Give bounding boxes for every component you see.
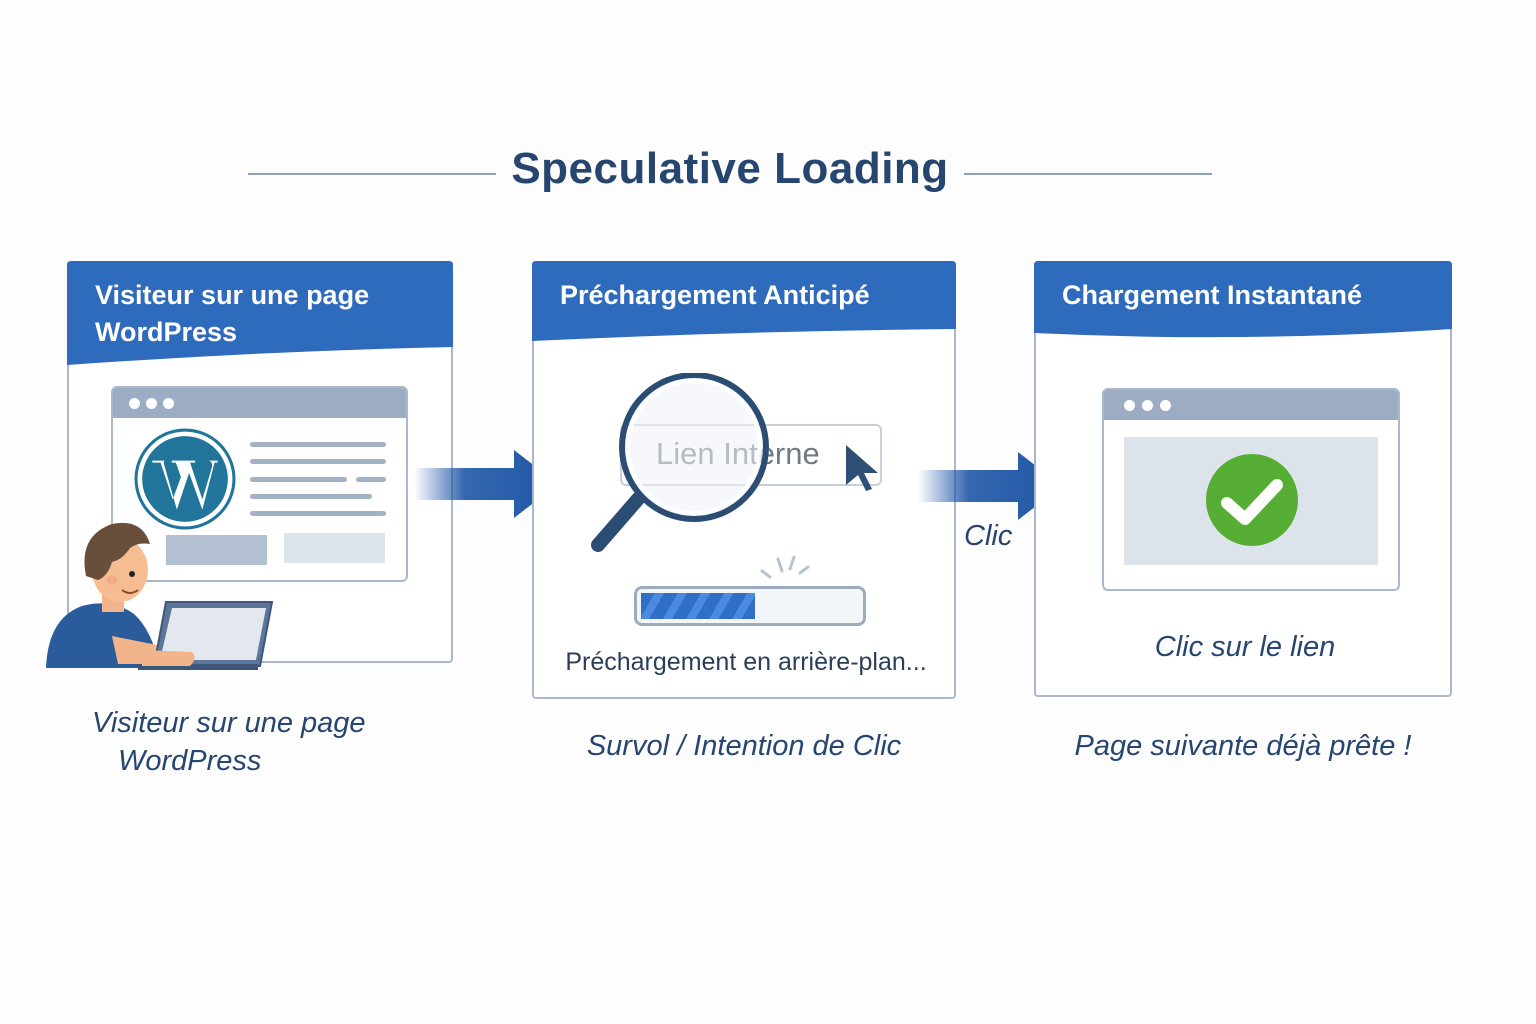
window-dot	[1124, 400, 1135, 411]
header-background	[1034, 261, 1452, 338]
text-line	[250, 459, 386, 464]
window-dot	[1142, 400, 1153, 411]
text-line	[250, 442, 386, 447]
window-dot	[146, 398, 157, 409]
text-line	[250, 494, 372, 499]
content-block	[284, 533, 385, 563]
click-link-text: Clic sur le lien	[1154, 631, 1336, 663]
loading-spark-icon	[760, 555, 810, 579]
title-row: Speculative Loading	[0, 140, 1536, 204]
caption-step-2: Survol / Intention de Clic	[586, 730, 902, 762]
browser-title-bar	[113, 388, 406, 418]
visitor-illustration	[46, 522, 274, 670]
window-dot	[1160, 400, 1171, 411]
text-line	[250, 511, 386, 516]
step-card-title: Préchargement Anticipé	[560, 280, 870, 310]
flow-arrow-1	[414, 450, 558, 518]
text-line	[356, 477, 386, 482]
step-card-instant: Chargement Instantané Clic sur le lien	[1034, 261, 1452, 697]
step-card-prefetch: Préchargement Anticipé Lien Interne Préc…	[532, 261, 956, 699]
header-background	[532, 261, 956, 341]
prefetch-status-text: Préchargement en arrière-plan...	[565, 648, 927, 676]
text-line	[250, 477, 347, 482]
browser-window	[111, 386, 408, 582]
step-card-header: Chargement Instantané	[1034, 261, 1452, 343]
step-card-title-line: WordPress	[95, 317, 238, 347]
browser-title-bar	[1104, 390, 1398, 420]
caption-line: WordPress	[118, 745, 262, 777]
arrow-label-click: Clic	[964, 520, 1013, 552]
header-background	[67, 261, 453, 365]
window-dot	[129, 398, 140, 409]
caption-line: Visiteur sur une page	[92, 707, 366, 739]
step-card-title-line: Visiteur sur une page	[95, 280, 370, 310]
progress-fill	[641, 593, 755, 619]
caption-step-3: Page suivante déjà prête !	[1074, 730, 1412, 762]
flow-arrow-2	[918, 452, 1062, 520]
cursor-icon	[846, 445, 878, 491]
step-card-title: Chargement Instantané	[1062, 280, 1363, 310]
magnifier-icon	[591, 373, 769, 552]
title-divider-right	[964, 173, 1212, 175]
step-card-visitor: Visiteur sur une page WordPress	[67, 261, 453, 663]
prefetch-progress-bar	[634, 586, 866, 626]
page-title: Speculative Loading	[511, 144, 949, 193]
visitor-hair	[84, 522, 150, 580]
check-circle-icon	[1206, 454, 1298, 546]
wordpress-logo-icon	[134, 428, 236, 530]
step-card-header: Visiteur sur une page WordPress	[67, 261, 453, 367]
step-card-header: Préchargement Anticipé	[532, 261, 956, 341]
browser-window	[1102, 388, 1400, 591]
caption-step-1: Visiteur sur une page WordPress	[92, 704, 366, 780]
content-block	[166, 535, 267, 565]
window-dot	[163, 398, 174, 409]
page-preview	[1124, 437, 1378, 565]
title-divider-left	[248, 173, 496, 175]
